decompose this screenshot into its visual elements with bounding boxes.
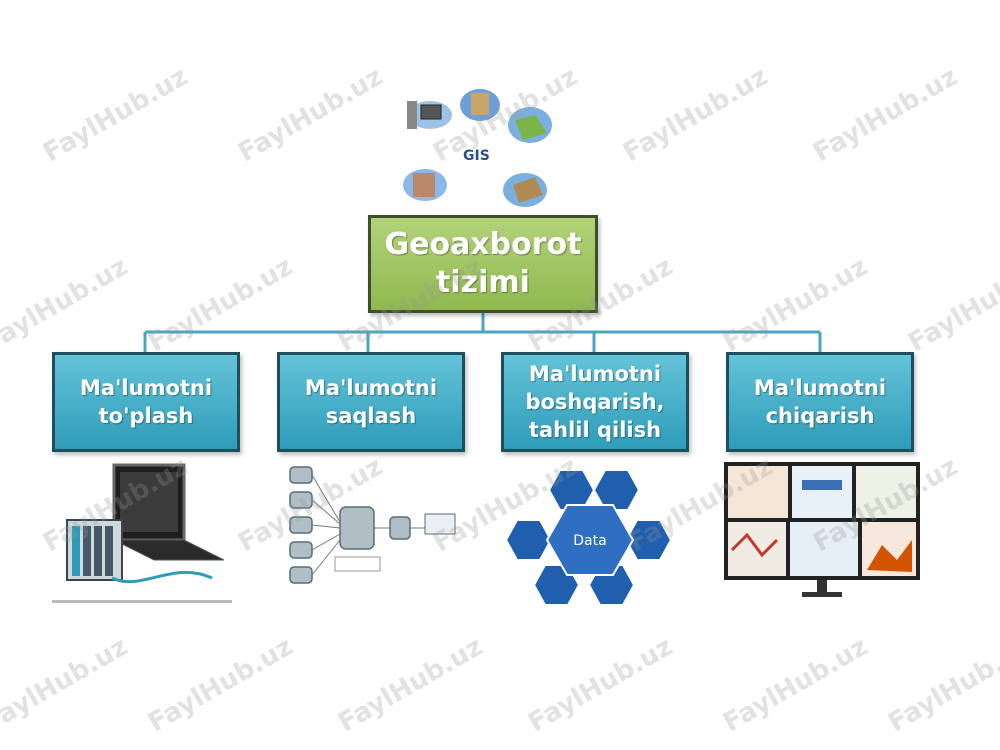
cable-icon <box>111 570 213 584</box>
screen-panel <box>790 522 858 576</box>
screen-panel <box>856 466 916 518</box>
database-icon <box>389 516 411 540</box>
node-store: Ma'lumotni saqlash <box>277 352 465 452</box>
node-manage: Ma'lumotni boshqarish, tahlil qilish <box>501 352 689 452</box>
laptop-keyboard-icon <box>113 539 225 561</box>
root-line-1: Geoaxborot <box>384 227 582 262</box>
gis-cluster-graphic: GIS <box>403 89 552 207</box>
data-center-label: Data <box>573 533 606 549</box>
computer-monitor-icon <box>420 104 442 120</box>
gis-label: GIS <box>463 148 490 164</box>
chart-bar <box>802 480 842 490</box>
label-box <box>334 556 381 572</box>
node-manage-line-3: tahlil qilish <box>528 418 662 442</box>
instrument-slot <box>83 526 91 576</box>
database-icon <box>289 566 313 584</box>
data-hexagon-graphic: Data <box>505 469 673 606</box>
database-icon <box>289 541 313 559</box>
node-output: Ma'lumotni chiqarish <box>726 352 914 452</box>
map-icon <box>513 177 543 203</box>
node-collect-line-2: to'plash <box>98 404 194 428</box>
database-icon <box>289 516 313 534</box>
instrument-slot <box>72 526 80 576</box>
laptop-instrument-graphic <box>52 463 232 603</box>
users-icon <box>413 173 435 197</box>
node-store-line-2: saqlash <box>325 404 417 428</box>
database-icon <box>289 491 313 509</box>
node-manage-line-2: boshqarish, <box>525 390 665 414</box>
laptop-icon <box>424 513 456 535</box>
node-output-line-1: Ma'lumotni <box>753 376 887 400</box>
screen-panel <box>792 466 852 518</box>
node-store-line-1: Ma'lumotni <box>304 376 438 400</box>
hexagon-icon <box>592 469 641 511</box>
node-collect-line-1: Ma'lumotni <box>79 376 213 400</box>
root-line-2: tizimi <box>436 265 530 300</box>
folder-icon <box>515 115 547 140</box>
central-database-icon <box>339 506 375 550</box>
monitor-stand-icon <box>817 580 827 592</box>
map-shape <box>730 532 779 558</box>
monitor-base-icon <box>802 592 842 597</box>
node-collect: Ma'lumotni to'plash <box>52 352 240 452</box>
people-icon <box>471 93 489 115</box>
instrument-slot <box>94 526 102 576</box>
data-center-hexagon <box>545 504 635 576</box>
instrument-slot <box>105 526 113 576</box>
database-network-graphic <box>289 466 456 584</box>
computer-tower-icon <box>407 101 417 129</box>
monitor-wall-graphic <box>724 462 920 597</box>
area-chart-shape <box>867 540 912 572</box>
hexagon-icon <box>505 519 553 561</box>
screen-panel <box>728 466 788 518</box>
node-manage-line-1: Ma'lumotni <box>528 362 662 386</box>
root-node-geoaxborot-tizimi: Geoaxborot tizimi <box>368 215 598 313</box>
node-output-line-2: chiqarish <box>765 404 875 428</box>
caption-strip <box>52 600 232 603</box>
database-icon <box>289 466 313 484</box>
laptop-display <box>120 472 178 532</box>
